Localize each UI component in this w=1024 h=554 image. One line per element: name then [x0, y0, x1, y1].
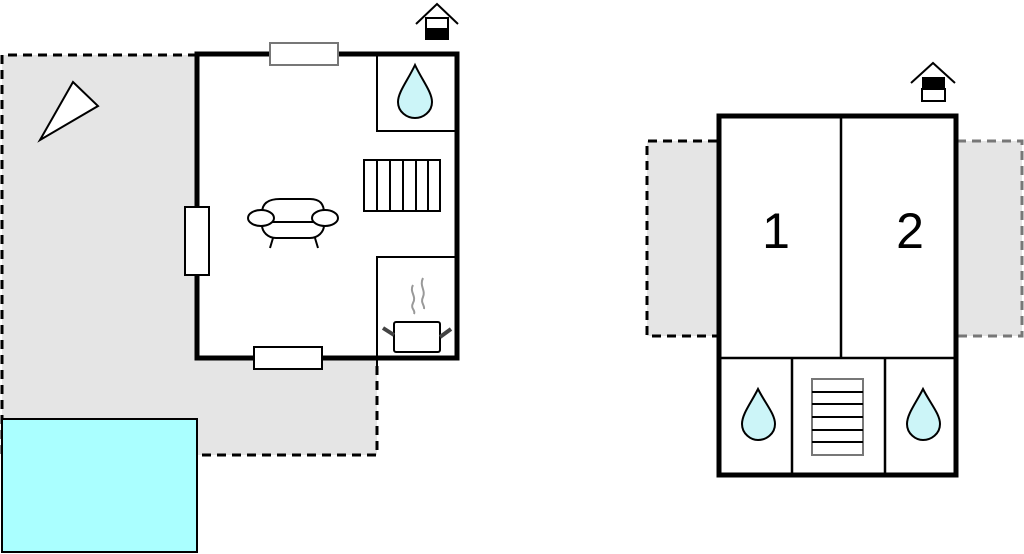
- stairs-icon: [811, 378, 864, 456]
- house-entrance-icon: [415, 2, 459, 40]
- window-bottom: [253, 346, 323, 370]
- balcony-right: [957, 141, 1022, 336]
- water-drop-icon: [905, 386, 942, 442]
- house-entrance-icon: [910, 61, 956, 102]
- water-drop-icon: [396, 62, 434, 120]
- interior-walls: [719, 116, 956, 475]
- stairs-icon: [363, 159, 441, 212]
- kitchen-walls: [376, 256, 455, 370]
- balcony-left: [647, 141, 717, 336]
- window-top: [269, 42, 339, 66]
- pool: [1, 418, 198, 553]
- sofa-icon: [247, 198, 339, 249]
- window-left: [184, 206, 210, 276]
- bedroom-2-label: 2: [896, 203, 924, 259]
- upper-floor-plan: 1 2: [645, 61, 1024, 478]
- water-drop-icon: [740, 386, 777, 442]
- cooking-pot-icon: [381, 277, 453, 353]
- bedroom-1-label: 1: [762, 203, 790, 259]
- ground-floor-plan: [0, 2, 460, 553]
- bathroom-walls: [376, 56, 455, 132]
- compass-arrow-icon: [37, 80, 100, 143]
